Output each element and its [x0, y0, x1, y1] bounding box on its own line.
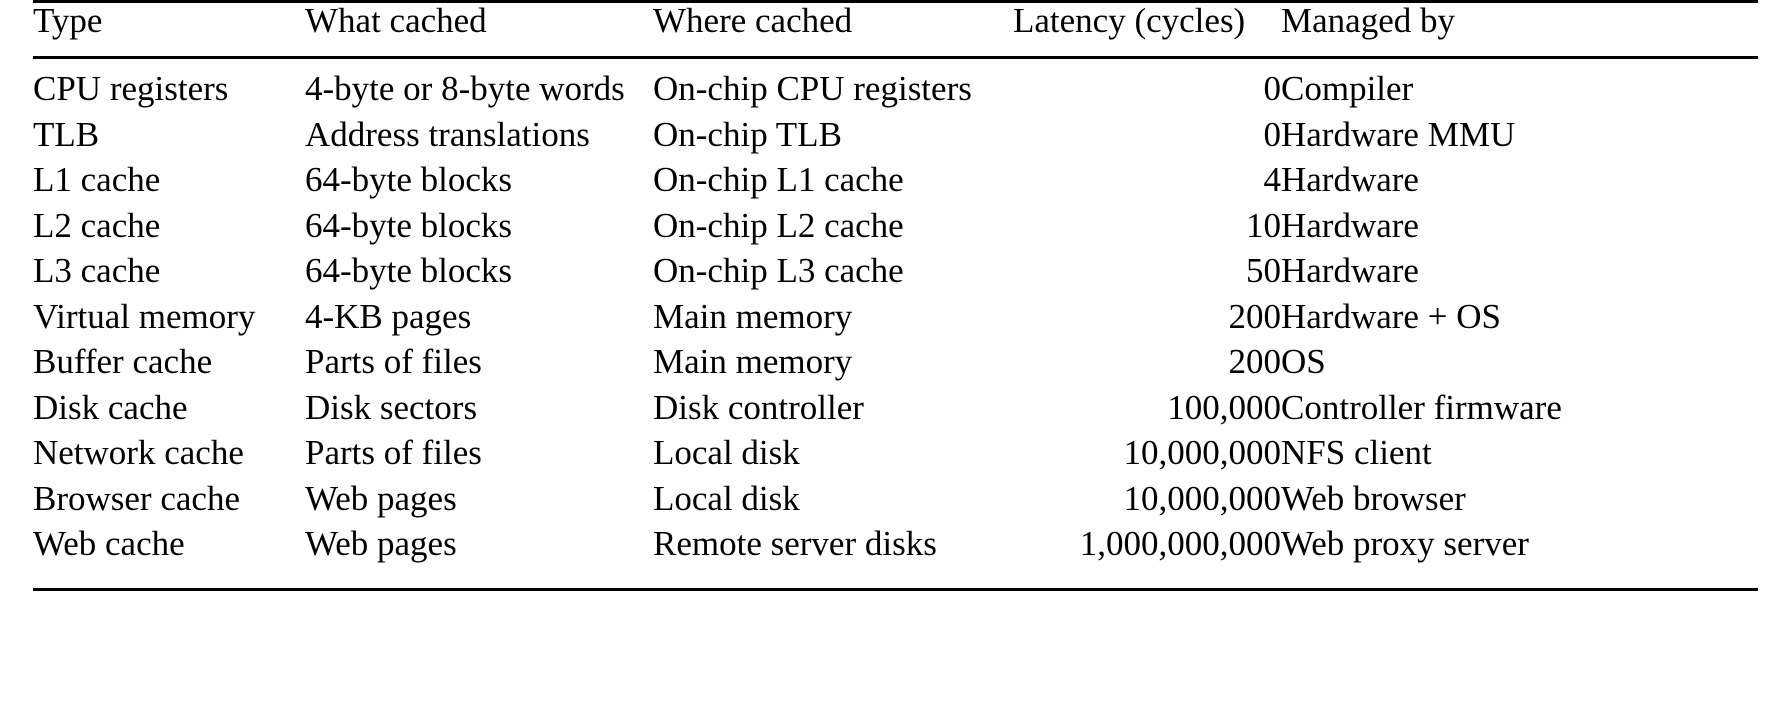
table-row: Browser cache Web pages Local disk 10,000,0…: [33, 481, 1758, 527]
cell-type: Disk cache: [33, 387, 188, 427]
table-row: L2 cache 64-byte blocks On-chip L2 cache 10…: [33, 208, 1758, 254]
cell-managed-by: OS: [1281, 342, 1326, 381]
table-row: Network cache Parts of files Local disk 10,…: [33, 435, 1758, 481]
cell-where-cached: Local disk: [653, 478, 800, 518]
cell-type: L3 cache: [33, 251, 161, 290]
cell-latency-cycles: 100,000: [1167, 387, 1281, 427]
cell-latency-cycles: 4: [1263, 160, 1282, 199]
cell-where-cached: Main memory: [653, 342, 853, 381]
cell-what-cached: 64-byte blocks: [305, 251, 513, 290]
cell-latency-cycles: 0: [1263, 69, 1282, 108]
cell-where-cached: On-chip L2 cache: [653, 205, 904, 245]
cell-type: CPU registers: [33, 69, 229, 108]
cell-what-cached: Web pages: [305, 524, 457, 563]
cell-latency-cycles: 10,000,000: [1123, 433, 1282, 472]
cell-where-cached: On-chip TLB: [653, 114, 842, 154]
cell-where-cached: Local disk: [653, 433, 800, 472]
cell-type: Web cache: [33, 524, 185, 563]
table-header-row: Type What cached Where cached Latency (c…: [33, 0, 1758, 59]
column-header-type: Type: [33, 0, 305, 59]
cell-what-cached: 64-byte blocks: [305, 160, 513, 199]
cell-managed-by: Hardware: [1281, 251, 1419, 290]
cell-managed-by: Hardware: [1281, 160, 1419, 199]
table-row: Web cache Web pages Remote server disks 1,0…: [33, 526, 1758, 572]
cell-managed-by: Controller firmware: [1281, 387, 1562, 427]
cell-type: Buffer cache: [33, 342, 213, 381]
cell-managed-by: Web browser: [1281, 478, 1466, 518]
cache-table-figure: Type What cached Where cached Latency (c…: [33, 0, 1758, 702]
cell-type: TLB: [33, 114, 100, 154]
column-header-managed-by: Managed by: [1281, 0, 1758, 59]
cell-type: Virtual memory: [33, 296, 256, 336]
cell-managed-by: NFS client: [1281, 433, 1432, 472]
cell-where-cached: Main memory: [653, 296, 853, 336]
cell-managed-by: Hardware MMU: [1281, 114, 1516, 154]
cell-latency-cycles: 200: [1228, 296, 1282, 336]
cell-type: L2 cache: [33, 205, 161, 245]
cell-what-cached: Address translations: [305, 114, 590, 154]
cell-managed-by: Hardware + OS: [1281, 296, 1501, 336]
cell-latency-cycles: 10,000,000: [1123, 478, 1282, 518]
cell-where-cached: Disk controller: [653, 387, 864, 427]
cell-what-cached: 64-byte blocks: [305, 205, 513, 245]
cell-latency-cycles: 0: [1263, 114, 1282, 154]
cell-managed-by: Web proxy server: [1281, 524, 1529, 563]
table-row: Disk cache Disk sectors Disk controller 100…: [33, 390, 1758, 436]
cell-where-cached: On-chip CPU registers: [653, 69, 972, 108]
table-row: L3 cache 64-byte blocks On-chip L3 cache 50…: [33, 253, 1758, 299]
cell-latency-cycles: 50: [1246, 251, 1281, 290]
column-header-where-cached: Where cached: [653, 0, 1013, 59]
bottom-rule-cell: [33, 571, 1758, 591]
table-row: CPU registers 4-byte or 8-byte words On-ch…: [33, 58, 1758, 117]
cache-summary-table: Type What cached Where cached Latency (c…: [33, 0, 1758, 591]
cell-type: Browser cache: [33, 478, 240, 518]
table-row: Buffer cache Parts of files Main memory 200…: [33, 344, 1758, 390]
cell-latency-cycles: 10: [1246, 205, 1281, 245]
cell-what-cached: Web pages: [305, 478, 457, 518]
cell-managed-by: Compiler: [1281, 69, 1414, 108]
column-header-latency-cycles: Latency (cycles): [1013, 0, 1281, 59]
column-header-what-cached: What cached: [305, 0, 653, 59]
cell-where-cached: Remote server disks: [653, 524, 937, 563]
table-header: Type What cached Where cached Latency (c…: [33, 0, 1758, 59]
table-bottom-rule: [33, 571, 1758, 591]
cell-where-cached: On-chip L1 cache: [653, 160, 904, 199]
cell-what-cached: Disk sectors: [305, 387, 478, 427]
cell-managed-by: Hardware: [1281, 205, 1419, 245]
cell-what-cached: 4-KB pages: [305, 296, 472, 336]
cell-type: Network cache: [33, 433, 244, 472]
cell-type: L1 cache: [33, 160, 161, 199]
cell-what-cached: 4-byte or 8-byte words: [305, 69, 625, 108]
cell-latency-cycles: 1,000,000,000: [1079, 524, 1281, 563]
cell-what-cached: Parts of files: [305, 342, 482, 381]
cell-what-cached: Parts of files: [305, 433, 482, 472]
cell-where-cached: On-chip L3 cache: [653, 251, 904, 290]
cell-latency-cycles: 200: [1228, 342, 1282, 381]
